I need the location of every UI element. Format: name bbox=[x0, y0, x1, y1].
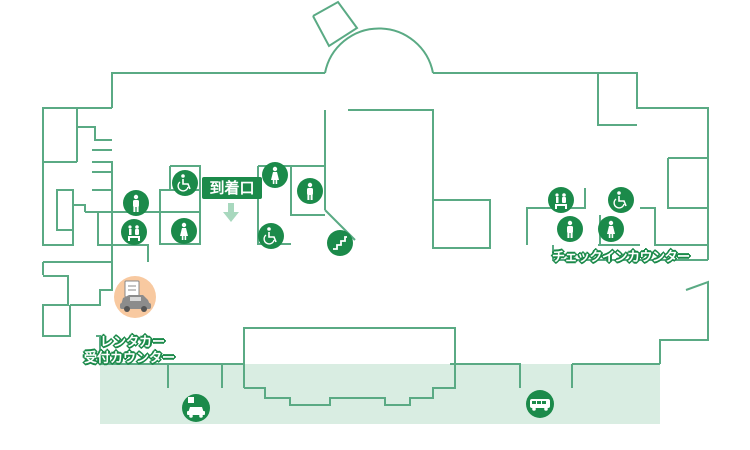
arrival-down-arrow bbox=[223, 203, 239, 222]
restroom-female-icon bbox=[171, 218, 197, 244]
baby-changing-icon bbox=[121, 219, 147, 245]
wheelchair-restroom-icon bbox=[258, 223, 284, 249]
wheelchair-restroom-icon bbox=[608, 187, 634, 213]
wheelchair-restroom-icon bbox=[172, 170, 198, 196]
restroom-male-icon bbox=[557, 216, 583, 242]
arrival-gate-label: 到着口 bbox=[202, 177, 262, 199]
restroom-male-icon bbox=[297, 178, 323, 204]
restroom-male-icon bbox=[123, 190, 149, 216]
rental-car-label-line1: レンタカー bbox=[100, 335, 166, 350]
baby-changing-icon bbox=[548, 187, 574, 213]
checkin-counter-label: チェックインカウンター bbox=[552, 250, 690, 265]
parking-car-icon bbox=[182, 394, 210, 422]
rental-car-label-line2: 受付カウンター bbox=[84, 351, 176, 366]
restroom-female-icon bbox=[598, 216, 624, 242]
walls bbox=[42, 0, 709, 406]
rental-car-icon bbox=[114, 276, 156, 318]
restroom-female-icon bbox=[262, 162, 288, 188]
stairs-icon bbox=[327, 230, 353, 256]
bus-icon bbox=[526, 390, 554, 418]
